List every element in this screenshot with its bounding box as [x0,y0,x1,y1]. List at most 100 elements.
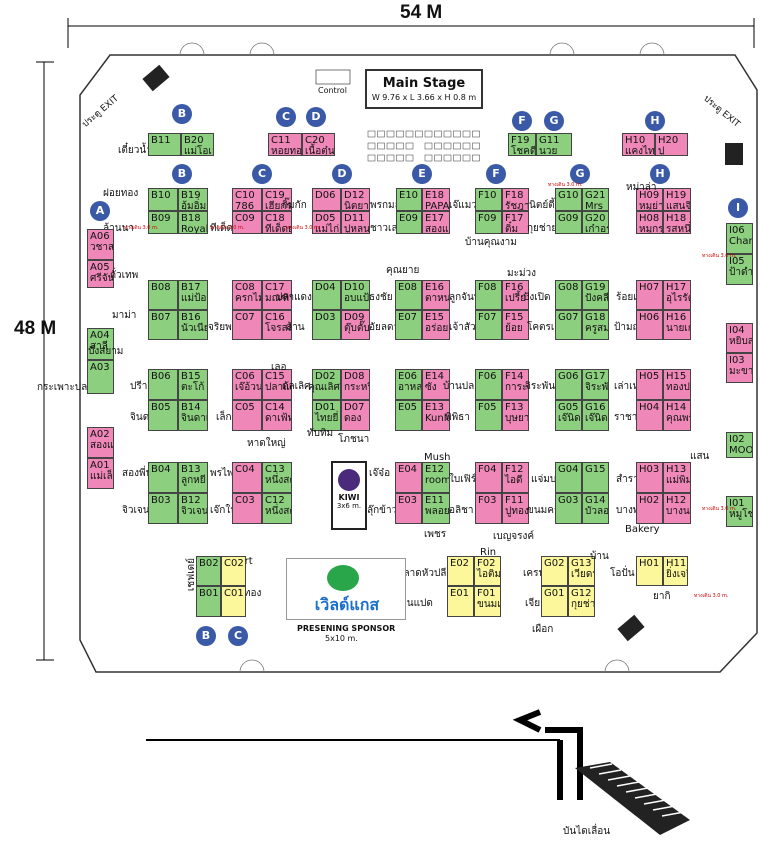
booth-label: นิตยา [344,201,369,211]
booth-c05: C05 [232,400,262,431]
booth-code: B10 [151,190,171,201]
stage-seat [367,130,376,138]
booth-label: เก๋าอร่อย [585,224,608,234]
booth-code: E18 [425,190,445,201]
booth-label: แสนจินดา [666,201,691,211]
booth-f04: F04 [475,462,502,493]
booth-code: F14 [505,371,524,382]
booth-label: โอปั่น [610,568,635,579]
booth-code: H05 [639,371,660,382]
floor-label: ทับทิม [307,428,334,439]
booth-code: C13 [265,464,285,475]
booth-label: อาหลาน [398,382,422,393]
booth-c01: C01 [221,586,246,617]
booth-code: E10 [399,190,419,201]
floor-label: Bakery [625,524,660,535]
booth-label: ปู [658,146,665,156]
door-arc [549,42,575,56]
booth-code: B03 [151,495,171,506]
booth-label: ตาหนวด [425,293,450,304]
booth-code: F19 [511,135,530,146]
floor-label: โภชนา [338,434,370,445]
booth-label: คุณพร้อม [666,413,690,424]
booth-label: เปรี้ยว [505,293,529,304]
booth-label: นัวเนีย [181,323,208,334]
booth-h06: H06 [636,310,663,340]
booth-code: C06 [235,371,255,382]
booth-f07: F07 [475,310,502,340]
booth-h07: H07 [636,280,663,310]
zone-marker-i: I [728,198,748,218]
booth-label: เล็ก [216,412,232,423]
booth-f08: F08 [475,280,502,310]
booth-label: เจ๊นิด [585,413,608,424]
booth-label: เฮียกร [265,201,292,211]
booth-a02: A02สองแม่ [87,427,114,458]
booth-code: F11 [505,495,524,506]
booth-label: ราชาหมึก [614,410,657,425]
booth-label: ซัง [425,382,437,393]
floor-label: เพชร [424,529,447,540]
zone-marker-d: D [332,164,352,184]
booth-label: กิ๊มกัก [282,200,307,211]
booth-e01: E01 [447,586,474,617]
booth-label: ปลาแดก [265,382,291,393]
stage-seat [443,154,452,162]
booth-code: G21 [585,190,606,201]
booth-label: อบแป้ง [344,293,370,304]
stage-seat [377,154,385,162]
sponsor-globe-icon [327,565,359,591]
stage-seat [367,154,376,162]
stage-seat [386,154,395,162]
booth-label: ตลาดหัวปลี [397,568,447,579]
booth-label: ลูกจันทน์ [449,292,488,303]
booth-b08: B08 [148,280,178,310]
booth-label: โชคดี [511,146,536,156]
booth-label: Royal [181,224,208,234]
booth-i06: I06Charm [726,223,753,254]
booth-code: E08 [398,282,418,293]
booth-h03: H03 [636,462,663,493]
booth-code: C01 [224,588,244,599]
stage-seat [405,142,414,150]
booth-code: F15 [505,312,524,323]
booth-label: ลุ๊กข้าว [367,505,398,516]
exit-arrow-icon [512,709,583,800]
zone-marker-h: H [645,111,665,131]
booth-label: ย้อย [505,323,523,334]
booth-code: A03 [90,362,110,373]
booth-code: C17 [265,282,285,293]
walkway-note: ทางเดิน 3.0 m. [702,253,737,259]
door-arc [604,659,630,673]
booth-d03: D03 [312,310,341,340]
booth-h02: H02 [636,493,663,524]
booth-label: room [425,475,450,486]
booth-code: G10 [558,190,579,201]
booth-code: B07 [151,312,171,323]
booth-label: ทีเด็ดย่า [210,223,245,234]
booth-label: ทีเด็ดย่า [265,224,291,234]
escalator-step [589,763,613,769]
exit-pad-left [142,64,170,92]
booth-code: F06 [478,371,497,382]
booth-code: H19 [666,190,687,201]
booth-label: แม่โอเล่ [184,146,213,156]
stage-seat [405,154,414,162]
escalator-label: บันไดเลื่อน [563,826,611,837]
booth-b06: B06 [148,369,178,400]
